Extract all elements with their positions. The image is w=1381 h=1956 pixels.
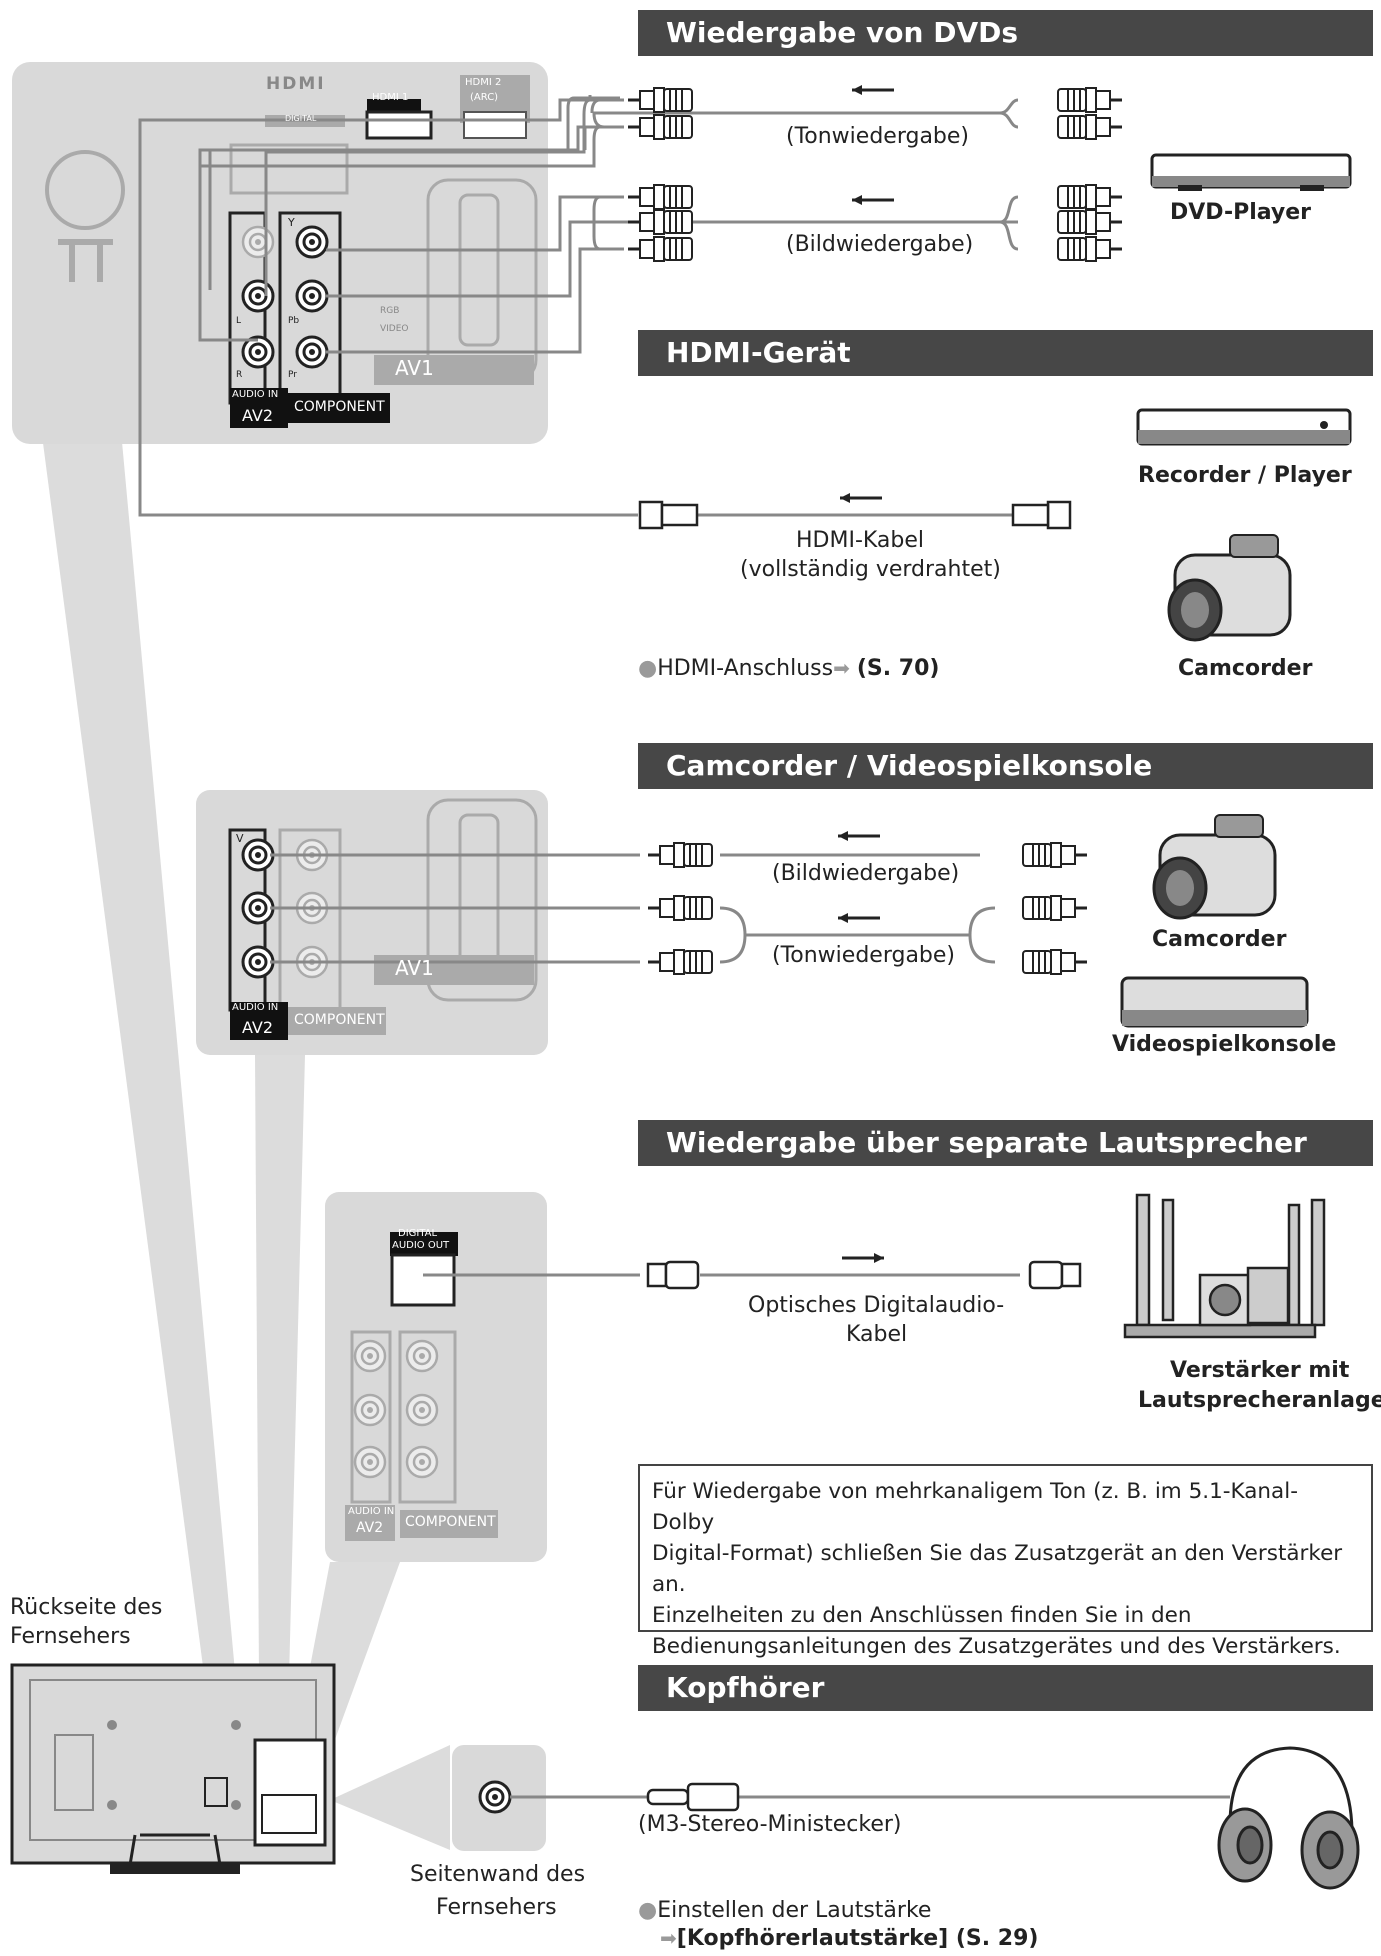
hdmi1-label: HDMI 1 <box>372 92 409 103</box>
digital-small-label: DIGITAL <box>285 114 317 123</box>
dvd-player-label: DVD-Player <box>1170 200 1312 225</box>
hdmi-cable-label: HDMI-Kabel <box>796 528 925 553</box>
arrow-icon: ➡ <box>833 656 850 680</box>
beam-top <box>40 420 250 1835</box>
port-l-label: L <box>236 316 242 326</box>
audio-in-label-2: AUDIO IN <box>232 1002 279 1013</box>
speakers-note-box: Für Wiedergabe von mehrkanaligem Ton (z.… <box>638 1464 1373 1659</box>
headphones-icon <box>1217 1746 1360 1890</box>
note-line: Bedienungsanleitungen des Zusatzgerätes … <box>652 1634 1341 1659</box>
camcorder-icon <box>1167 534 1292 642</box>
hdmi-camcorder-label: Camcorder <box>1178 656 1313 681</box>
av1-label: AV1 <box>395 356 434 380</box>
audio-in-label: AUDIO IN <box>232 389 279 400</box>
hdmi-note-ref[interactable]: (S. 70) <box>856 656 940 681</box>
tv-back-sublabel: Fernsehers <box>10 1624 131 1649</box>
av2-label: AV2 <box>242 406 274 425</box>
component-label: COMPONENT <box>294 399 385 415</box>
note-line: Digital-Format) schließen Sie das Zusatz… <box>652 1541 1343 1566</box>
cam-audio-label: (Tonwiedergabe) <box>772 943 956 968</box>
component-label-2: COMPONENT <box>294 1012 385 1028</box>
hdmi-cable-sublabel: (vollständig verdrahtet) <box>740 557 1001 582</box>
port-pb-label: Pb <box>288 316 300 326</box>
digital-audio-out-label-2: AUDIO OUT <box>392 1240 450 1251</box>
cam-video-label: (Bildwiedergabe) <box>772 861 960 886</box>
port-r-label: R <box>236 370 243 380</box>
tv-side-sublabel: Fernsehers <box>436 1895 557 1920</box>
headphone-note-ref[interactable]: ➡[Kopfhörerlautstärke] (S. 29) <box>660 1926 1039 1951</box>
tv-back-label: Rückseite des <box>10 1595 163 1620</box>
camcorder-icon-2 <box>1152 814 1277 920</box>
tv-rear <box>10 1663 336 1874</box>
recorder-player-label: Recorder / Player <box>1138 463 1352 488</box>
component-label-3: COMPONENT <box>405 1514 496 1530</box>
hdmi-note: ●HDMI-Anschluss➡ (S. 70) <box>638 656 940 681</box>
arrow-icon: ➡ <box>660 1926 677 1950</box>
note-line: Für Wiedergabe von mehrkanaligem Ton (z.… <box>652 1479 1298 1535</box>
av1-label-2: AV1 <box>395 956 434 980</box>
optical-cable-sublabel: Kabel <box>846 1322 908 1347</box>
dvd-video-label: (Bildwiedergabe) <box>786 232 974 257</box>
amplifier-label: Verstärker mit <box>1170 1358 1350 1383</box>
section-header-camcorder: Camcorder / Videospielkonsole <box>638 743 1373 789</box>
hdmi-cable <box>638 500 1072 530</box>
section-header-dvd: Wiedergabe von DVDs <box>638 10 1373 56</box>
av2-label-2: AV2 <box>242 1018 274 1037</box>
speaker-system-icon <box>1123 1193 1326 1339</box>
cam-camcorder-label: Camcorder <box>1152 927 1287 952</box>
hdmi-logo-label: HDMI <box>266 74 326 94</box>
note-line: Einzelheiten zu den Anschlüssen finden S… <box>652 1603 1192 1628</box>
tv-side-label: Seitenwand des <box>410 1862 586 1887</box>
note-line: an. <box>652 1572 686 1597</box>
optical-cable-label: Optisches Digitalaudio- <box>748 1293 1005 1318</box>
digital-audio-out-label-1: DIGITAL <box>398 1228 438 1239</box>
av2-label-3: AV2 <box>356 1520 384 1536</box>
hdmi2-label: HDMI 2 <box>465 77 502 88</box>
section-header-hdmi: HDMI-Gerät <box>638 330 1373 376</box>
port-v-label: V <box>236 832 244 845</box>
dvd-player-icon <box>1150 153 1352 191</box>
port-y-label: Y <box>288 216 295 229</box>
game-console-icon <box>1120 976 1309 1028</box>
beam-side <box>330 1745 450 1850</box>
recorder-player-icon <box>1136 408 1352 446</box>
headphone-plug-label: (M3-Stereo-Ministecker) <box>638 1812 902 1837</box>
hdmi2-arc-label: (ARC) <box>470 92 499 103</box>
game-console-label: Videospielkonsole <box>1112 1032 1337 1057</box>
dvd-audio-label: (Tonwiedergabe) <box>786 124 970 149</box>
headphone-note: ●Einstellen der Lautstärke <box>638 1898 932 1923</box>
section-header-headphones: Kopfhörer <box>638 1665 1373 1711</box>
beam-mid <box>255 1055 305 1835</box>
speaker-system-label: Lautsprecheranlage <box>1138 1388 1381 1413</box>
video-label: VIDEO <box>380 324 409 334</box>
audio-in-label-3: AUDIO IN <box>348 1506 395 1517</box>
rgb-label: RGB <box>380 306 400 316</box>
section-header-speakers: Wiedergabe über separate Lautsprecher <box>638 1120 1373 1166</box>
port-pr-label: Pr <box>288 370 297 380</box>
